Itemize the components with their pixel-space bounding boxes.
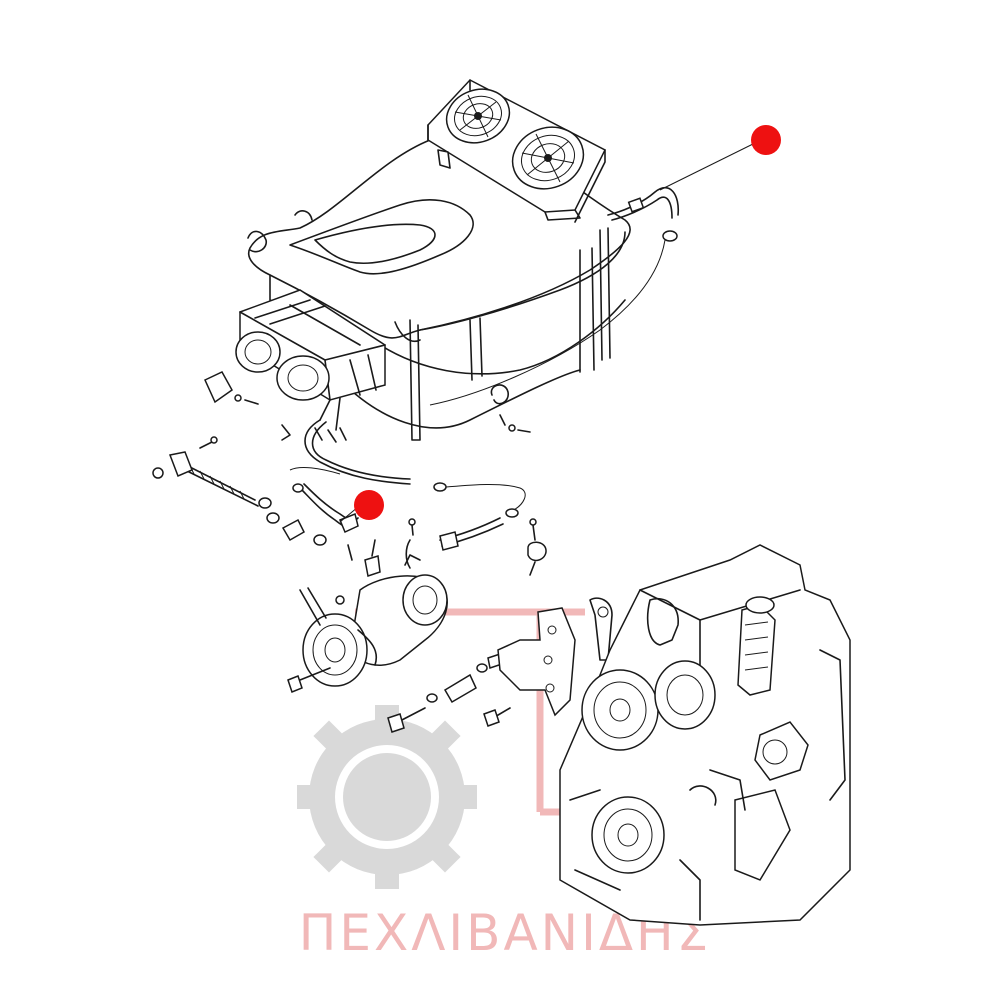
fan-icon [511,126,585,190]
compressor-hose [292,483,359,534]
gear-logo-icon [297,705,477,889]
watermark: ΠΕΧΛΙΒΑΝΙΔΗΣ [297,608,708,962]
discharge-hose [405,508,519,569]
bolt-icon [287,653,511,733]
callout-marker-1[interactable] [751,125,781,155]
wiring-harness [281,419,526,513]
ac-compressor [299,539,448,687]
engine [559,544,851,926]
bracket-clip [204,371,259,405]
fan-icon [445,88,511,144]
evaporator-blower-unit [235,289,386,431]
hose-clamp [490,384,531,433]
hose-fitting [527,518,547,576]
cab-roof [247,134,631,441]
mounting-bracket [497,597,613,717]
callout-marker-2[interactable] [354,490,384,520]
condenser-hose [429,186,680,406]
bolt-icon [152,436,218,479]
tension-rod [152,436,327,546]
condenser-unit [427,79,607,223]
